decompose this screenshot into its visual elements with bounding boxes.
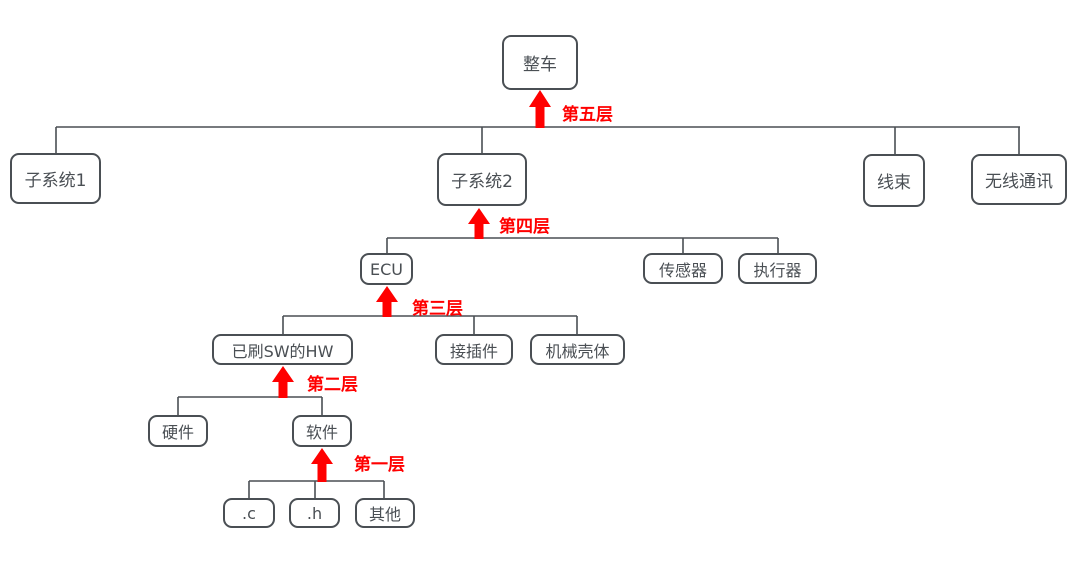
node-ecu: ECU [360,253,413,285]
level4-connector-lines [386,237,779,253]
node-sensor: 传感器 [643,253,723,284]
level3-connector-lines [282,315,578,334]
level2-connector-lines [177,396,323,415]
node-h-file: .h [289,498,340,528]
level5-up-arrow-icon [529,90,551,128]
node-vehicle: 整车 [502,35,578,90]
node-actuator: 执行器 [738,253,817,284]
level3-label: 第三层 [412,299,463,319]
node-other: 其他 [355,498,415,528]
node-wireless: 无线通讯 [971,154,1067,205]
node-subsystem2: 子系统2 [437,153,527,206]
node-flashed-hw: 已刷SW的HW [212,334,353,365]
node-hardware: 硬件 [148,415,208,447]
level4-label: 第四层 [499,217,550,237]
level3-up-arrow-icon [376,286,398,317]
level2-up-arrow-icon [272,366,294,398]
node-housing: 机械壳体 [530,334,625,365]
level1-up-arrow-icon [311,448,333,482]
level5-connector-lines [55,126,1020,154]
level5-label: 第五层 [562,105,613,125]
node-subsystem1: 子系统1 [10,153,101,204]
level1-connector-lines [248,480,385,498]
level1-label: 第一层 [354,455,405,475]
node-connector-part: 接插件 [435,334,513,365]
level2-label: 第二层 [307,375,358,395]
node-software: 软件 [292,415,352,447]
level4-up-arrow-icon [468,208,490,239]
node-c-file: .c [223,498,275,528]
node-harness: 线束 [863,154,925,207]
